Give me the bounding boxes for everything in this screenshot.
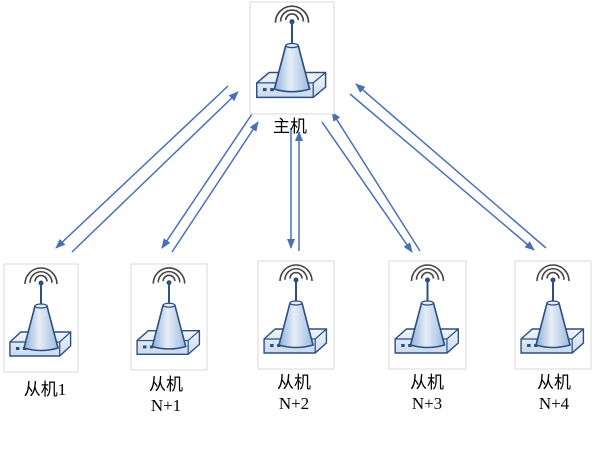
slave-number-n3: N+3 [411,393,443,413]
master-device [249,1,335,115]
wireless-access-point-icon [520,264,585,354]
slave-name-n2: 从机 [277,373,311,393]
arrow-master-to-slaveN1 [161,113,253,249]
slave-label-1: 从机1 [10,380,80,401]
wireless-access-point-icon [394,264,459,354]
connection-arrows [55,83,547,253]
arrow-slave1-to-master [71,91,239,253]
slave-name-n1: 从机 [149,375,183,395]
slave-label-n2: 从机 N+2 [264,373,324,413]
slave-label-n4: 从机 N+4 [524,373,584,413]
slave-label-n1: 从机 N+1 [136,375,196,415]
slave-number-n4: N+4 [538,393,570,413]
arrow-slaveN3-to-master [331,111,421,252]
arrow-master-to-slave1 [55,85,229,249]
devices [3,1,592,373]
slave-device-2 [130,263,208,371]
slave-number-n2: N+2 [278,393,310,413]
slave-device-3 [257,260,335,370]
wireless-access-point-icon [136,267,201,355]
wireless-access-point-icon [255,5,327,99]
slave-name-n3: 从机 [410,373,444,393]
slave-name-1: 从机 [23,380,58,400]
slave-number-n1: N+1 [150,395,182,415]
slave-device-1 [3,263,79,373]
slave-device-5 [514,260,592,370]
slave-device-4 [388,260,467,370]
slave-name-n4: 从机 [537,373,571,393]
arrow-slaveN4-to-master [355,83,547,249]
arrow-master-to-slaveN3 [321,121,413,253]
wireless-access-point-icon [263,264,328,354]
wireless-access-point-icon [9,267,72,357]
master-label: 主机 [262,117,318,138]
slave-number-1: 1 [57,380,67,399]
slave-label-n3: 从机 N+3 [397,373,457,413]
arrow-master-to-slaveN4 [349,93,535,251]
master-name: 主机 [273,117,307,137]
arrow-slaveN1-to-master [171,121,259,253]
